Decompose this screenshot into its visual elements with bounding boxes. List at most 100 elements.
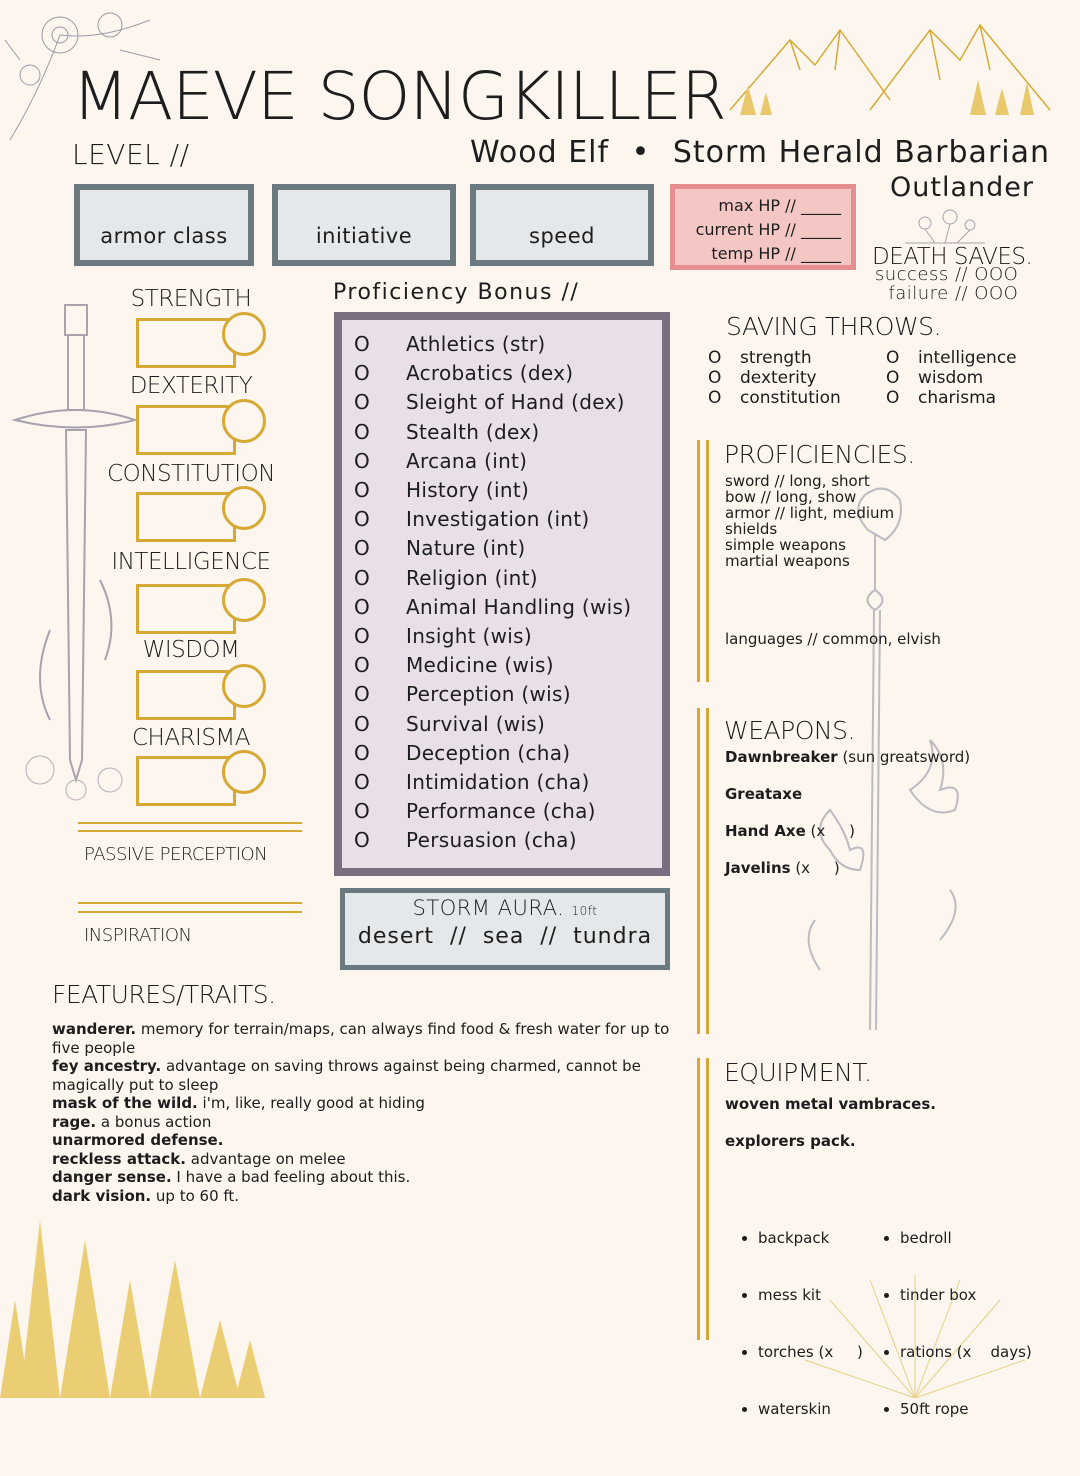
ability-dexterity-box[interactable] (136, 405, 236, 455)
feature-name: unarmored defense. (52, 1131, 224, 1149)
skill-proficiency-marker: O (354, 653, 371, 678)
ability-intelligence-box[interactable] (136, 584, 236, 634)
pack-item: waterskin (758, 1400, 863, 1419)
floral-corner-illustration (4, 12, 161, 141)
initiative-box[interactable]: initiative (272, 184, 456, 266)
skill-row[interactable]: O Persuasion (cha) (354, 828, 577, 852)
features-list: wanderer. memory for terrain/maps, can a… (52, 1020, 672, 1205)
save-dexterity-label: dexterity (740, 368, 817, 388)
skill-label: Nature (int) (406, 536, 526, 561)
passive-perception-line-top (78, 822, 302, 824)
skill-proficiency-marker: O (354, 361, 371, 386)
feature-name: danger sense. (52, 1168, 172, 1186)
skill-proficiency-marker: O (354, 828, 371, 853)
max-hp-line: max HP // _____ (718, 196, 841, 215)
ability-constitution-box[interactable] (136, 492, 236, 542)
death-saves-section: DEATH SAVES. success // OOO failure // O… (872, 244, 1033, 304)
death-saves-success[interactable]: success // OOO (874, 264, 1019, 285)
proficiency-line: simple weapons (725, 536, 846, 554)
weapon-hand-axe: Hand Axe (x ) (725, 823, 855, 839)
weapons-rule-left (697, 708, 700, 1034)
temp-hp-line: temp HP // _____ (711, 244, 841, 263)
equipment-pack-col2: bedroll tinder box rations (x days) 50ft… (882, 1153, 1032, 1476)
race-text: Wood Elf (470, 135, 610, 170)
feature-name: mask of the wild. (52, 1094, 198, 1112)
skill-label: Animal Handling (wis) (406, 594, 632, 619)
ability-charisma-box[interactable] (136, 756, 236, 806)
sunburst-illustration (804, 1275, 1026, 1398)
weapon-javelins: Javelins (x ) (725, 860, 840, 876)
save-constitution-mark: O (708, 388, 722, 408)
ability-wisdom-modifier[interactable] (222, 664, 266, 708)
skill-label: Performance (cha) (406, 799, 596, 824)
skill-proficiency-marker: O (354, 770, 371, 794)
save-intelligence-mark: O (886, 348, 900, 368)
save-strength-mark: O (708, 348, 722, 368)
trees-illustration (0, 1220, 265, 1398)
feature-name: wanderer. (52, 1020, 137, 1038)
storm-aura-options[interactable]: desert // sea // tundra (357, 924, 653, 949)
ability-strength-modifier[interactable] (222, 312, 266, 356)
inspiration-line-top (78, 902, 302, 904)
ability-strength-box[interactable] (136, 318, 236, 368)
feature-text: a bonus action (96, 1112, 212, 1131)
skill-label: Intimidation (cha) (406, 770, 590, 794)
ability-wisdom-box[interactable] (136, 670, 236, 720)
hp-box[interactable]: max HP // _____ current HP // _____ temp… (670, 184, 856, 270)
armor-class-box[interactable]: armor class (74, 184, 254, 266)
feature-text: advantage on melee (185, 1149, 346, 1168)
ability-intelligence-modifier[interactable] (222, 578, 266, 622)
skill-label: Medicine (wis) (406, 653, 554, 678)
ability-charisma-modifier[interactable] (222, 750, 266, 794)
skill-proficiency-marker: O (354, 332, 371, 356)
skill-proficiency-marker: O (354, 711, 371, 736)
ability-wisdom-label: WISDOM (142, 637, 240, 663)
speed-label: speed (529, 224, 595, 248)
background-text: Outlander (890, 172, 1034, 203)
storm-aura-title: STORM AURA. (412, 896, 565, 920)
speed-box[interactable]: speed (470, 184, 654, 266)
skill-row[interactable]: O Intimidation (cha) (354, 770, 590, 794)
feature-text: i'm, like, really good at hiding (197, 1094, 425, 1112)
save-wisdom-label: wisdom (918, 368, 984, 388)
feature-item: mask of the wild. i'm, like, really good… (52, 1094, 672, 1113)
skill-row[interactable]: O Animal Handling (wis) (354, 595, 631, 619)
current-hp-line: current HP // _____ (695, 220, 841, 239)
proficiency-line: martial weapons (725, 552, 850, 570)
proficiencies-title: PROFICIENCIES. (724, 440, 915, 469)
race-class-line: Wood Elf • Storm Herald Barbarian (470, 135, 1050, 170)
skill-label: Sleight of Hand (dex) (406, 390, 625, 415)
skill-row[interactable]: O Medicine (wis) (354, 653, 554, 677)
death-saves-failure[interactable]: failure // OOO (888, 283, 1019, 304)
equipment-rule-left (697, 1058, 700, 1340)
feature-item: rage. a bonus action (52, 1113, 672, 1132)
ability-dexterity-modifier[interactable] (222, 399, 266, 443)
pack-item: tinder box (900, 1286, 1032, 1305)
weapon-name: Greataxe (725, 785, 803, 803)
ability-constitution-modifier[interactable] (222, 486, 266, 530)
skill-label: Stealth (dex) (406, 419, 540, 444)
skill-proficiency-marker: O (354, 594, 371, 619)
pack-item: torches (x ) (758, 1343, 863, 1362)
skill-label: Persuasion (cha) (406, 828, 577, 853)
